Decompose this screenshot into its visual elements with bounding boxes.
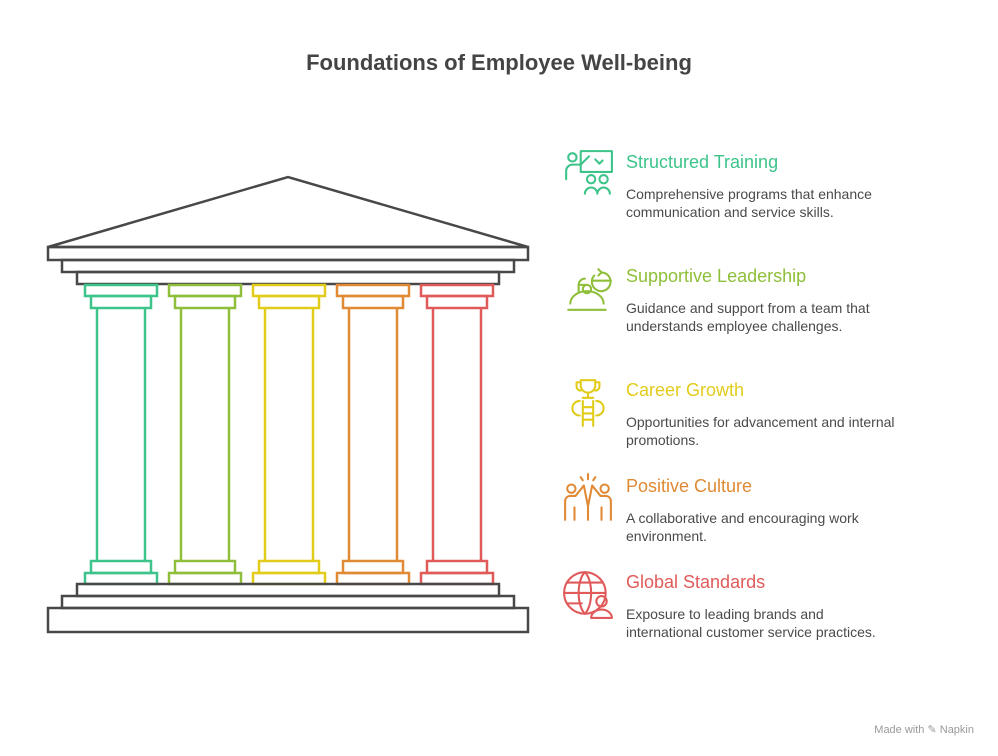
diagram-title: Foundations of Employee Well-being — [306, 50, 692, 75]
pillar-column-2 — [167, 283, 243, 586]
pillar-title: Career Growth — [626, 380, 745, 400]
trophy-ladder-icon — [571, 379, 605, 427]
temple-roof — [46, 175, 530, 286]
made-with-napkin-footer: Made with ✎ Napkin — [874, 724, 974, 736]
high-five-icon — [564, 473, 612, 521]
pillar-column-3 — [251, 283, 327, 586]
pillar-column-1 — [83, 283, 159, 586]
pillar-column-4 — [335, 283, 411, 586]
pillar-description: A collaborative and encouraging work env… — [626, 510, 859, 544]
pillar-description: Comprehensive programs that enhance comm… — [626, 186, 872, 220]
pillar-title: Supportive Leadership — [626, 266, 807, 286]
globe-person-icon — [563, 571, 613, 619]
presentation-training-icon — [565, 150, 613, 195]
temple-base — [46, 582, 530, 634]
pillar-column-5 — [419, 283, 495, 586]
leader-support-icon — [567, 268, 612, 311]
pillar-title: Global Standards — [626, 572, 766, 592]
pillar-title: Structured Training — [626, 152, 779, 172]
pillar-description: Opportunities for advancement and intern… — [626, 414, 895, 448]
pillar-description: Guidance and support from a team that un… — [626, 300, 870, 334]
pillar-description: Exposure to leading brands and internati… — [626, 606, 876, 640]
pillar-title: Positive Culture — [626, 476, 753, 496]
